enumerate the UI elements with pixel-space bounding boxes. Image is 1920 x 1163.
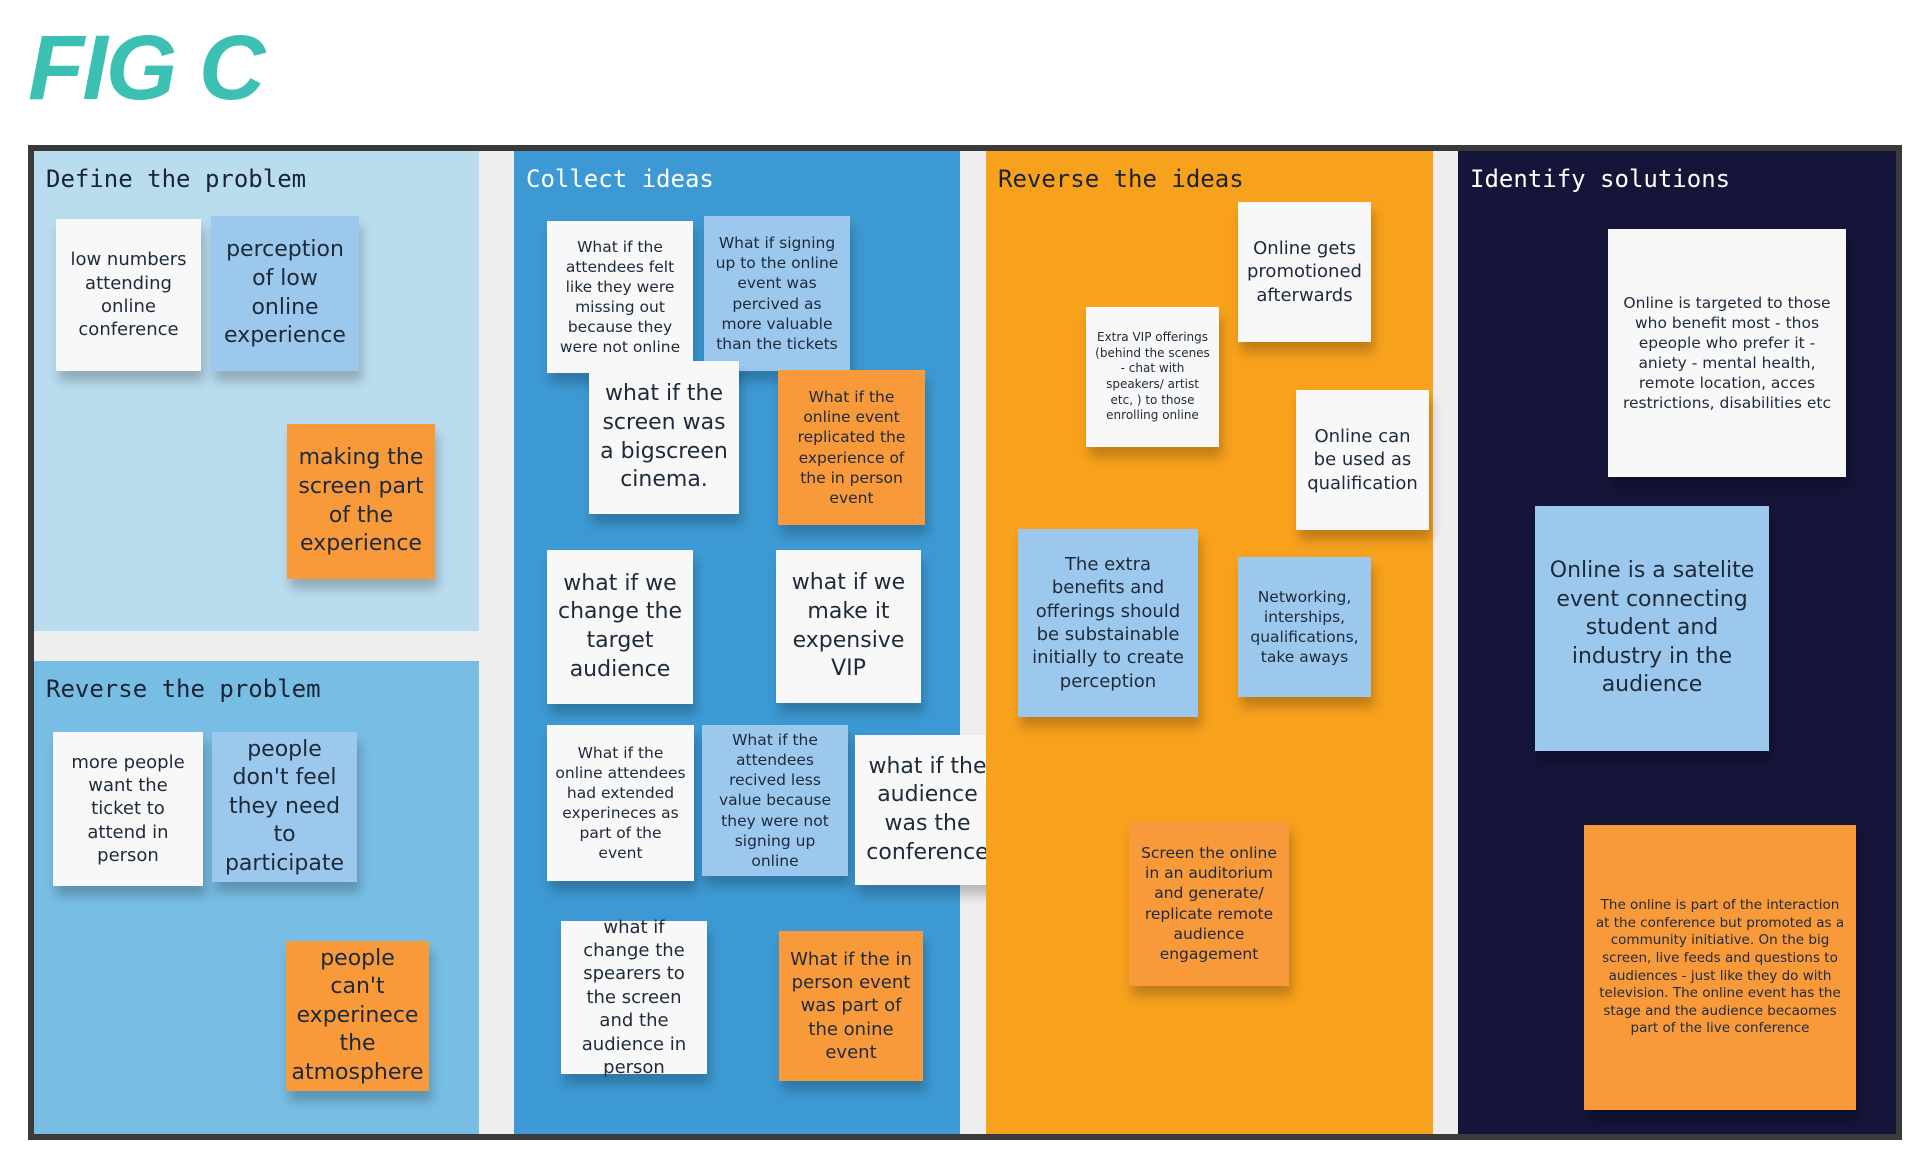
sticky-note[interactable]: Online gets promotioned afterwards bbox=[1238, 202, 1371, 342]
panel-collect-ideas: Collect ideas What if the attendees felt… bbox=[514, 151, 1000, 1134]
panel-title: Define the problem bbox=[46, 165, 307, 193]
sticky-note[interactable]: Screen the online in an auditorium and g… bbox=[1129, 821, 1289, 986]
panel-title: Collect ideas bbox=[526, 165, 714, 193]
sticky-note[interactable]: what if the audience was the conference bbox=[855, 735, 1000, 885]
sticky-note[interactable]: people can't experinece the atmosphere bbox=[286, 941, 429, 1091]
sticky-note[interactable]: What if the online event replicated the … bbox=[778, 370, 925, 525]
sticky-note[interactable]: Online can be used as qualification bbox=[1296, 390, 1429, 530]
panel-define-problem: Define the problem low numbers attending… bbox=[34, 151, 479, 631]
sticky-note[interactable]: what if we change the target audience bbox=[547, 550, 693, 704]
sticky-note[interactable]: What if the attendees felt like they wer… bbox=[547, 221, 693, 373]
sticky-note[interactable]: more people want the ticket to attend in… bbox=[53, 732, 203, 886]
panel-reverse-ideas: Reverse the ideas Online gets promotione… bbox=[986, 151, 1433, 1134]
sticky-note[interactable]: Online is targeted to those who benefit … bbox=[1608, 229, 1846, 477]
sticky-note[interactable]: Networking, interships, qualifications, … bbox=[1238, 557, 1371, 697]
panel-title: Reverse the ideas bbox=[998, 165, 1244, 193]
sticky-note[interactable]: What if the attendees recived less value… bbox=[702, 725, 848, 876]
sticky-note[interactable]: what if the screen was a bigscreen cinem… bbox=[589, 361, 739, 514]
sticky-note[interactable]: what if change the spearers to the scree… bbox=[561, 917, 707, 1078]
sticky-note[interactable]: people don't feel they need to participa… bbox=[212, 732, 357, 882]
whiteboard: Define the problem low numbers attending… bbox=[28, 145, 1902, 1140]
sticky-note[interactable]: Online is a satelite event connecting st… bbox=[1535, 506, 1769, 751]
sticky-note[interactable]: perception of low online experience bbox=[211, 216, 359, 371]
whiteboard-canvas: Define the problem low numbers attending… bbox=[34, 151, 1896, 1134]
panel-title: Identify solutions bbox=[1470, 165, 1731, 193]
panel-identify-solutions: Identify solutions Online is targeted to… bbox=[1458, 151, 1896, 1134]
sticky-note[interactable]: low numbers attending online conference bbox=[56, 219, 201, 371]
sticky-note[interactable]: making the screen part of the experience bbox=[287, 424, 435, 579]
sticky-note[interactable]: What if signing up to the online event w… bbox=[704, 216, 850, 371]
sticky-note[interactable]: The online is part of the interaction at… bbox=[1584, 825, 1856, 1110]
sticky-note[interactable]: what if we make it expensive VIP bbox=[776, 550, 921, 703]
sticky-note[interactable]: What if the online attendees had extende… bbox=[547, 725, 694, 881]
sticky-note[interactable]: Extra VIP offerings (behind the scenes -… bbox=[1086, 307, 1219, 447]
sticky-note[interactable]: The extra benefits and offerings should … bbox=[1018, 529, 1198, 717]
figure-title: FIG C bbox=[28, 17, 265, 119]
panel-reverse-problem: Reverse the problem more people want the… bbox=[34, 661, 479, 1134]
panel-title: Reverse the problem bbox=[46, 675, 321, 703]
sticky-note[interactable]: What if the in person event was part of … bbox=[779, 931, 923, 1081]
